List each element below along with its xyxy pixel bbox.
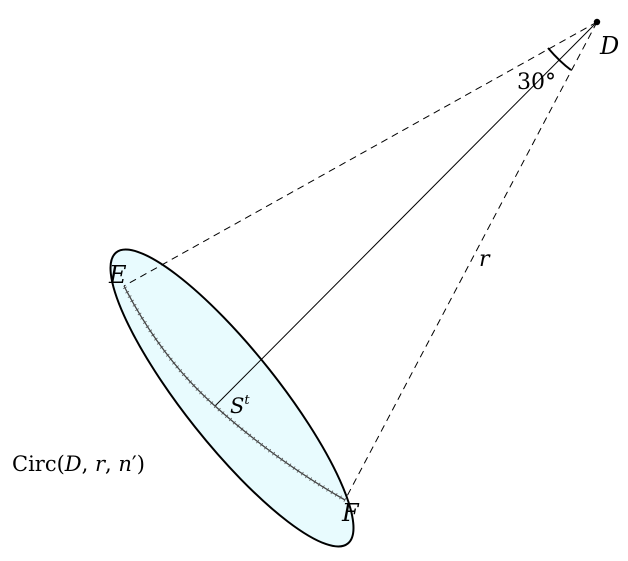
arc-E-F: [123, 285, 346, 501]
arc-tick: [202, 394, 207, 398]
arc-tick: [221, 411, 225, 415]
arc-tick: [135, 308, 139, 312]
arc-tick: [300, 471, 304, 476]
circle-label-sep2: ,: [105, 452, 118, 476]
arc-tick: [264, 445, 268, 450]
radius-label: r: [479, 247, 491, 272]
arc-tick: [321, 485, 325, 490]
arc-tick: [339, 495, 342, 500]
arc-tick: [162, 349, 167, 353]
arc-tick: [192, 383, 196, 388]
angle-arc: [547, 47, 572, 71]
arc-tick: [145, 325, 150, 329]
arc-tick: [343, 497, 347, 502]
arc-tick: [178, 369, 183, 373]
arc-tick: [195, 387, 199, 391]
arc-tick: [132, 303, 137, 307]
arc-tick: [125, 290, 130, 294]
circle-label-n: n: [118, 452, 132, 476]
arc-tick: [292, 466, 296, 470]
point-D: [593, 18, 601, 26]
circle-label-prefix: Circ(: [12, 452, 65, 476]
arc-tick: [240, 427, 244, 431]
arc-tick: [288, 463, 292, 468]
circle-label-D: D: [64, 452, 82, 476]
arc-tick: [244, 430, 248, 435]
arc-tick: [210, 401, 214, 405]
arc-tick: [236, 424, 240, 428]
arc-tick: [181, 372, 186, 377]
arc-tick: [272, 451, 276, 456]
arc-tick: [140, 316, 145, 320]
circle-label-suffix: ): [137, 452, 145, 476]
arc-tick: [137, 312, 142, 316]
arc-tick: [280, 457, 284, 462]
arc-tick: [326, 487, 329, 492]
arc-tick: [296, 469, 300, 473]
arc-tick: [317, 482, 321, 487]
arc-tick: [159, 345, 164, 349]
arc-tick: [309, 477, 313, 482]
arc-tick: [232, 420, 236, 425]
angle-label: 30°: [517, 70, 556, 95]
arc-tick: [142, 321, 147, 324]
arc-tick: [199, 390, 203, 395]
arc-tick: [252, 436, 256, 441]
arc-tick: [151, 333, 155, 337]
arc-tick: [276, 454, 280, 459]
arc-tick: [168, 357, 173, 361]
arc-tick: [228, 417, 233, 422]
circle-disk: [109, 248, 355, 548]
arc-tick: [185, 376, 189, 380]
arc-tick: [313, 479, 317, 484]
arc-tick: [284, 460, 288, 465]
circle-label: Circ(D, r, n′): [12, 452, 145, 476]
arc-tick: [268, 448, 272, 453]
arc-tick: [165, 353, 170, 357]
arc-tick: [172, 361, 176, 365]
arc-tick: [334, 492, 338, 497]
arc-tick: [148, 329, 153, 333]
label-S-superscript: t: [244, 393, 250, 408]
label-S: S: [230, 394, 244, 418]
label-S-t: St: [230, 393, 250, 418]
arc-tick: [154, 337, 158, 341]
circle-label-r: r: [95, 452, 107, 476]
arc-tick: [260, 442, 264, 447]
label-F: F: [341, 499, 360, 527]
arc-tick: [156, 341, 161, 345]
circle-label-sep1: ,: [82, 452, 95, 476]
arc-tick: [130, 299, 134, 303]
arc-tick-marks: [122, 286, 347, 502]
arc-tick: [330, 490, 334, 495]
label-E: E: [108, 261, 127, 289]
arc-tick: [225, 414, 229, 419]
arc-tick: [213, 404, 218, 409]
arc-tick: [256, 439, 260, 444]
arc-tick: [248, 433, 252, 438]
circle-label-prime: ′: [132, 452, 137, 476]
arc-tick: [122, 286, 127, 290]
dashed-line-D-F: [344, 21, 598, 501]
arc-tick: [206, 397, 210, 402]
dashed-line-D-E: [123, 21, 598, 287]
label-D: D: [599, 32, 619, 60]
arc-tick: [175, 365, 179, 369]
axis-line-D-S: [214, 21, 598, 407]
arc-tick: [217, 407, 221, 412]
arc-tick: [127, 295, 132, 298]
arc-tick: [305, 474, 308, 479]
arc-tick: [188, 380, 193, 384]
